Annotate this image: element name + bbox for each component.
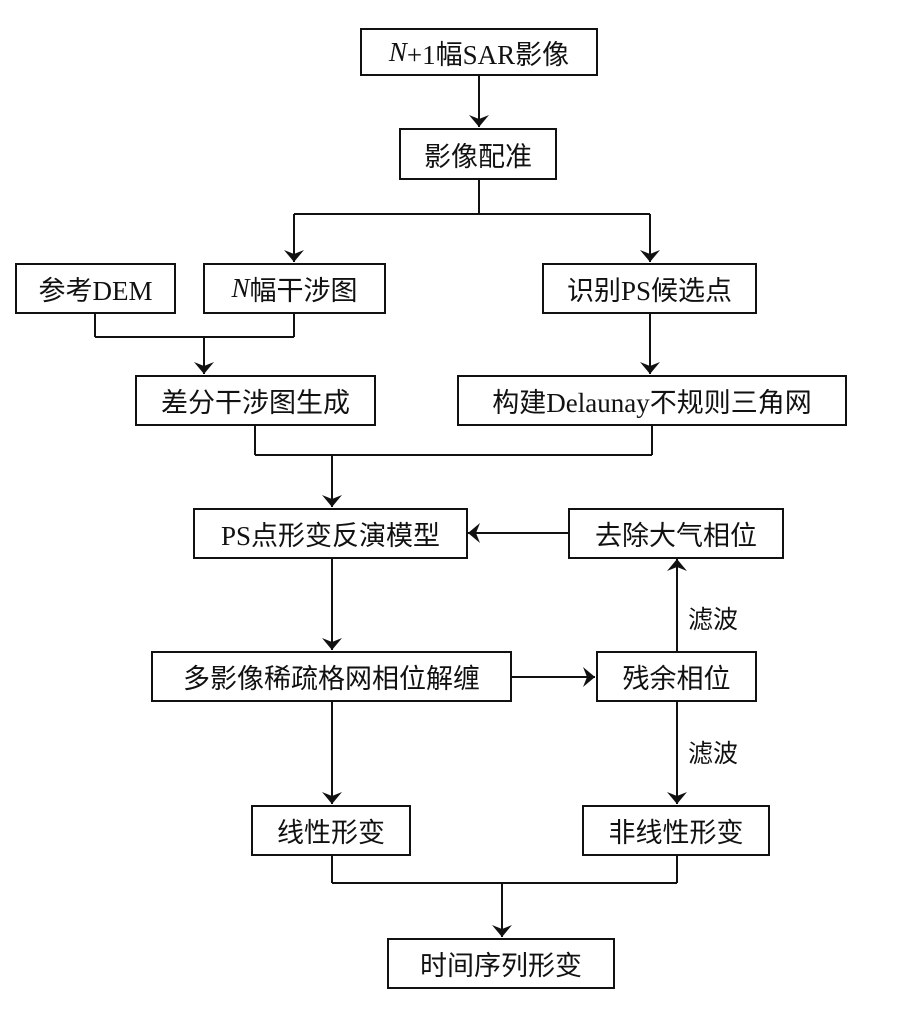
node-unwrapping-label: 多影像稀疏格网相位解缠 xyxy=(183,664,480,694)
node-linear-deformation: 线性形变 xyxy=(251,805,411,856)
edge-label-filter-up: 滤波 xyxy=(688,607,739,634)
node-sar-images: N+1幅SAR影像 xyxy=(360,28,598,76)
node-interferograms-label: 幅干涉图 xyxy=(249,276,358,306)
node-reference-dem-label: 参考DEM xyxy=(38,276,153,306)
node-residual-phase-label: 残余相位 xyxy=(622,664,731,694)
node-linear-deformation-label: 线性形变 xyxy=(277,818,385,848)
node-sar-images-label: +1幅SAR影像 xyxy=(406,39,570,70)
node-diff-interferogram-label: 差分干涉图生成 xyxy=(161,388,350,418)
node-remove-atmos-label: 去除大气相位 xyxy=(595,521,757,551)
node-registration: 影像配准 xyxy=(399,128,557,180)
node-ps-inversion: PS点形变反演模型 xyxy=(193,508,468,559)
node-interferograms-prefix: N xyxy=(231,273,250,303)
node-remove-atmos: 去除大气相位 xyxy=(568,508,784,559)
node-time-series-label: 时间序列形变 xyxy=(420,951,582,981)
node-reference-dem: 参考DEM xyxy=(15,263,176,314)
node-residual-phase: 残余相位 xyxy=(596,651,757,702)
node-nonlinear-deformation: 非线性形变 xyxy=(582,805,770,856)
node-ps-inversion-label: PS点形变反演模型 xyxy=(220,521,441,551)
node-diff-interferogram: 差分干涉图生成 xyxy=(135,375,376,426)
node-registration-label: 影像配准 xyxy=(424,141,532,172)
node-sar-images-prefix: N xyxy=(388,36,407,67)
node-nonlinear-deformation-label: 非线性形变 xyxy=(608,818,744,848)
node-delaunay-label: 构建Delaunay不规则三角网 xyxy=(492,388,812,418)
node-ps-candidates: 识别PS候选点 xyxy=(542,263,757,314)
node-unwrapping: 多影像稀疏格网相位解缠 xyxy=(151,651,512,702)
node-delaunay: 构建Delaunay不规则三角网 xyxy=(457,375,847,426)
node-time-series: 时间序列形变 xyxy=(387,938,615,989)
edge-label-filter-down: 滤波 xyxy=(688,741,739,768)
node-ps-candidates-label: 识别PS候选点 xyxy=(566,276,733,306)
